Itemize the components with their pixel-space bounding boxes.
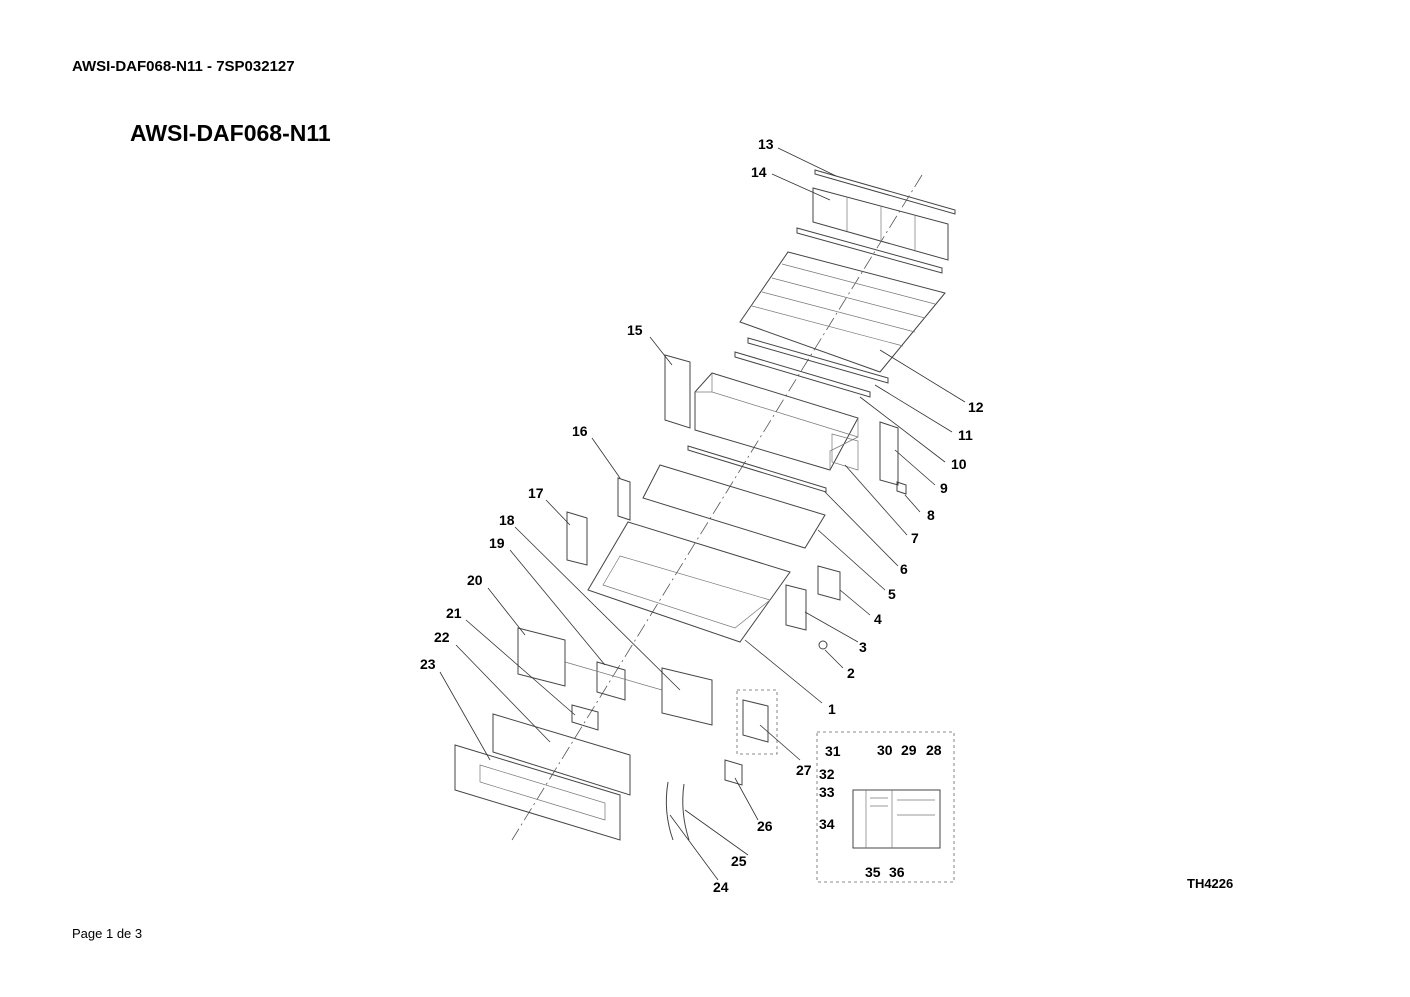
part-plate-3: [785, 584, 807, 631]
part-bracket-panel: [492, 713, 631, 796]
callout-8: 8: [927, 507, 935, 523]
part-top-cover-ribs: [751, 263, 936, 347]
part-filter-dividers: [846, 197, 916, 250]
callout-1: 1: [828, 701, 836, 717]
part-control-box: [852, 789, 941, 849]
part-side-bracket: [879, 421, 899, 486]
part-fan-shaft: [564, 661, 663, 691]
callout-4: 4: [874, 611, 882, 627]
part-front-panel-opening: [479, 764, 606, 821]
part-control-box-components: [865, 790, 935, 848]
callout-32: 32: [819, 766, 835, 782]
callout-14: 14: [751, 164, 767, 180]
part-rail-6: [687, 445, 827, 493]
part-top-rail: [814, 169, 956, 215]
callout-11: 11: [958, 427, 973, 443]
assembly-axis: [511, 174, 923, 841]
callout-33: 33: [819, 784, 835, 800]
document-header: AWSI-DAF068-N11 - 7SP032127: [72, 58, 295, 75]
part-base-tray: [587, 521, 791, 643]
page-footer: Page 1 de 3: [72, 926, 143, 941]
callout-numbers: 1 2 3 4 5 6 7 8 9 10 11 12 13 14 15 16 1…: [420, 136, 984, 895]
callout-23: 23: [420, 656, 436, 672]
callout-6: 6: [900, 561, 908, 577]
callout-21: 21: [446, 605, 462, 621]
callout-12: 12: [968, 399, 984, 415]
part-plate-4: [817, 565, 841, 601]
callout-29: 29: [901, 742, 917, 758]
part-screw-2: [818, 640, 828, 650]
part-filter: [812, 187, 949, 261]
callout-28: 28: [926, 742, 942, 758]
callout-9: 9: [940, 480, 948, 496]
part-strip-11: [747, 337, 889, 384]
callout-15: 15: [627, 322, 643, 338]
part-drain-pan: [642, 464, 826, 549]
drawing-reference: TH4226: [1187, 876, 1234, 891]
callout-17: 17: [528, 485, 544, 501]
callout-34: 34: [819, 816, 835, 832]
part-strip-10: [734, 351, 871, 398]
callout-3: 3: [859, 639, 867, 655]
part-gaskets: [665, 781, 690, 841]
part-front-panel: [454, 744, 621, 841]
part-fan-scroll-left: [517, 627, 566, 687]
part-fan-motor: [596, 661, 626, 701]
callout-7: 7: [911, 530, 919, 546]
callout-31: 31: [825, 743, 841, 759]
part-plate-17: [566, 511, 588, 566]
part-cover-27: [742, 699, 769, 743]
callout-19: 19: [489, 535, 505, 551]
callout-10: 10: [951, 456, 967, 472]
part-heat-exchanger-edges: [695, 373, 859, 470]
callout-27: 27: [796, 762, 812, 778]
part-top-cover: [739, 251, 946, 373]
part-coil-header: [831, 433, 859, 471]
callout-20: 20: [467, 572, 483, 588]
part-filter-rail: [796, 227, 943, 274]
callout-36: 36: [889, 864, 905, 880]
callout-25: 25: [731, 853, 747, 869]
part-27-group: [736, 689, 778, 755]
callout-16: 16: [572, 423, 588, 439]
part-26: [724, 759, 743, 786]
part-motor-bracket: [571, 704, 599, 731]
part-heat-exchanger: [694, 372, 859, 471]
part-electrical-group: [816, 731, 955, 883]
part-clip: [896, 481, 907, 495]
leader-lines: [439, 147, 966, 881]
part-bracket-16: [617, 477, 631, 521]
callout-22: 22: [434, 629, 450, 645]
callout-35: 35: [865, 864, 881, 880]
callout-30: 30: [877, 742, 893, 758]
callout-24: 24: [713, 879, 729, 895]
callout-26: 26: [757, 818, 773, 834]
callout-13: 13: [758, 136, 774, 152]
callout-2: 2: [847, 665, 855, 681]
callout-18: 18: [499, 512, 515, 528]
callout-5: 5: [888, 586, 896, 602]
part-side-panel: [664, 354, 691, 429]
model-title: AWSI-DAF068-N11: [130, 120, 331, 146]
part-fan-scroll-right: [661, 667, 713, 726]
part-base-tray-opening: [602, 555, 771, 629]
